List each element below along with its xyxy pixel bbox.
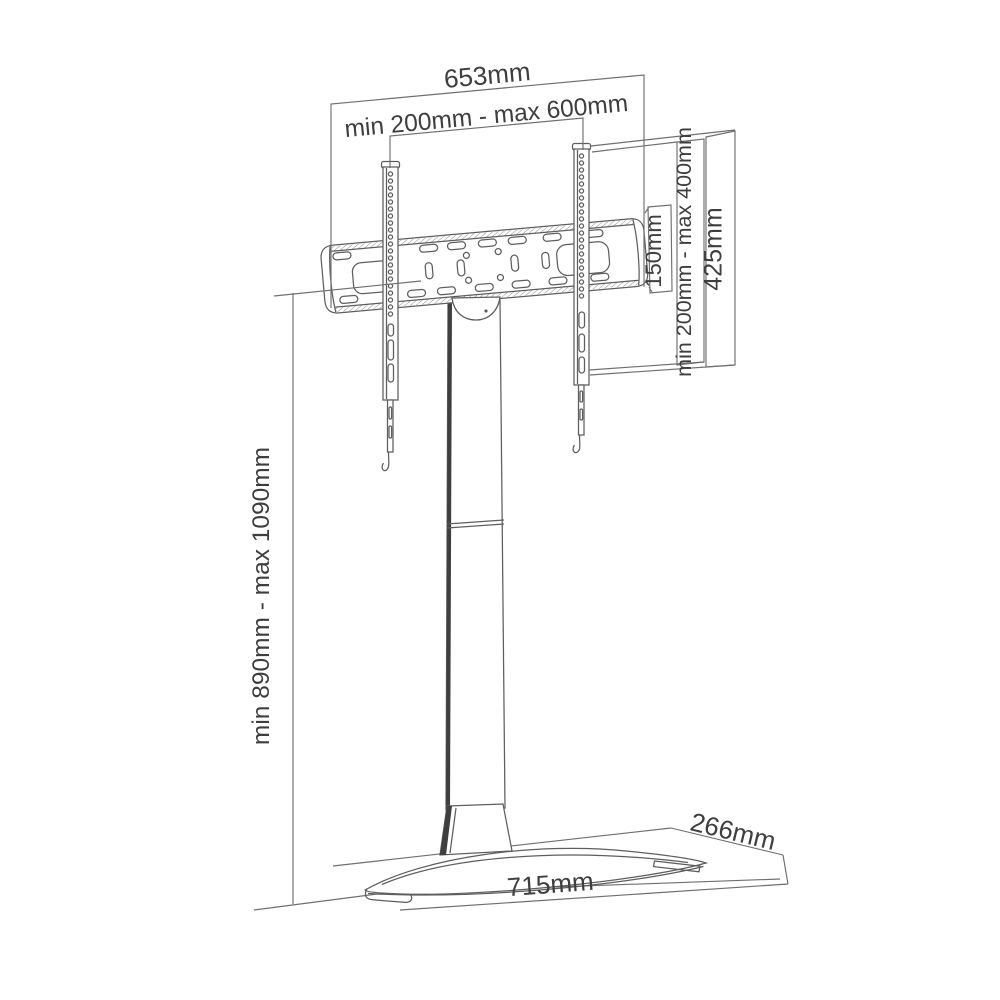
base-left-foot bbox=[364, 888, 413, 903]
dimension-labels: 653mm min 200mm - max 600mm 150mm min 20… bbox=[248, 56, 779, 902]
neck-left-face bbox=[440, 806, 452, 855]
base-top-crease bbox=[381, 854, 689, 886]
right-dim-ext-lines bbox=[588, 129, 736, 376]
base-plate bbox=[364, 847, 709, 895]
dim-rail-height-box bbox=[705, 130, 736, 368]
bar-bottom-lip-texture bbox=[335, 280, 639, 313]
right-rail-body bbox=[573, 148, 590, 386]
column-left-face bbox=[446, 302, 452, 810]
left-vesa-rail bbox=[380, 160, 401, 472]
column-seam bbox=[446, 519, 505, 529]
right-vesa-rail bbox=[571, 142, 592, 454]
base bbox=[364, 847, 709, 903]
left-rail-hook bbox=[381, 451, 390, 472]
pedestal-column bbox=[439, 299, 513, 856]
base-front-edge bbox=[367, 865, 704, 896]
mount-bar bbox=[320, 218, 649, 314]
left-rail-slots bbox=[387, 323, 395, 383]
dim-bar-height-box bbox=[644, 204, 673, 294]
floor-corner-tick bbox=[782, 854, 789, 885]
dim-label-mount-width-range: min 200mm - max 600mm bbox=[343, 90, 629, 143]
base-depth-dim-line bbox=[670, 827, 784, 856]
bar-top-lip-texture bbox=[330, 219, 634, 252]
dim-mount-height-box bbox=[676, 138, 705, 366]
dim-label-mount-height-range: min 200mm - max 400mm bbox=[672, 127, 696, 377]
neck-fold-line bbox=[449, 807, 457, 854]
dim-label-bar-height: 150mm bbox=[641, 214, 666, 287]
base-width-dim-line bbox=[399, 883, 789, 911]
bar-bottom-slots bbox=[339, 272, 610, 305]
right-rail-hook bbox=[572, 434, 581, 454]
right-rail-holes bbox=[578, 153, 585, 299]
dim-label-base-width: 715mm bbox=[506, 866, 595, 902]
right-rail-tail bbox=[577, 384, 585, 436]
dim-label-stand-height-range: min 890mm - max 1090mm bbox=[248, 447, 275, 745]
dim-stand-height-ext bbox=[273, 280, 422, 297]
pivot-screw bbox=[484, 309, 488, 313]
right-rail-tail-slots bbox=[579, 390, 584, 421]
bar-vertical-slots bbox=[424, 251, 551, 280]
base-right-foot bbox=[652, 860, 701, 873]
right-rail-slots bbox=[578, 311, 586, 374]
bar-center-holes bbox=[462, 247, 505, 284]
pivot-cover bbox=[451, 296, 501, 321]
dim-label-base-depth: 266mm bbox=[687, 807, 778, 856]
left-rail-tail-slots bbox=[388, 406, 393, 439]
dim-label-total-width: 653mm bbox=[443, 56, 532, 94]
dim-mount-width-bracket bbox=[389, 117, 584, 168]
dimension-lines bbox=[273, 74, 736, 904]
dim-total-width-bracket bbox=[330, 74, 645, 308]
dim-label-rail-height: 425mm bbox=[700, 207, 728, 290]
column-body bbox=[445, 299, 506, 811]
